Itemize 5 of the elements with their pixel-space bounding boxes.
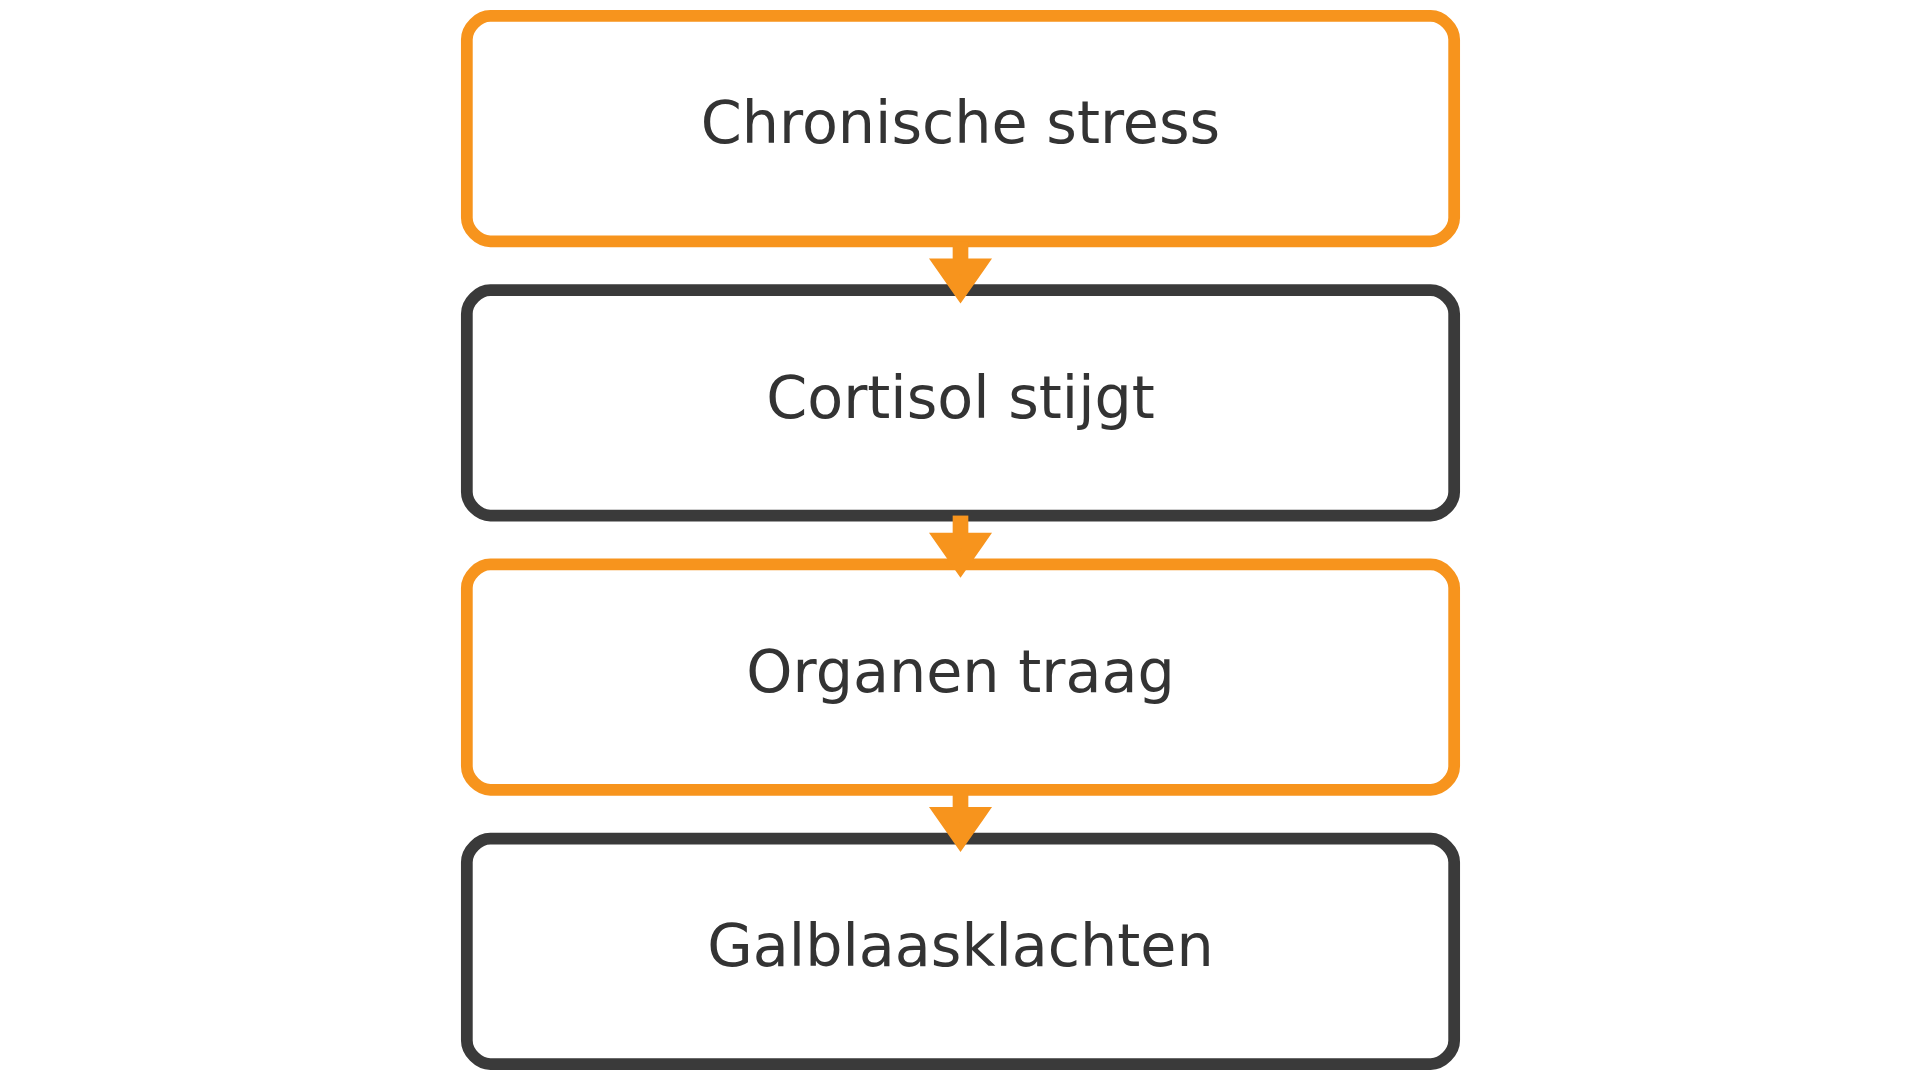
- node-box: Chronische stress: [460, 10, 1460, 248]
- node-box: Cortisol stijgt: [460, 284, 1460, 522]
- node-box: Galblaasklachten: [460, 832, 1460, 1070]
- arrow: [928, 515, 992, 578]
- node-box: Organen traag: [460, 558, 1460, 796]
